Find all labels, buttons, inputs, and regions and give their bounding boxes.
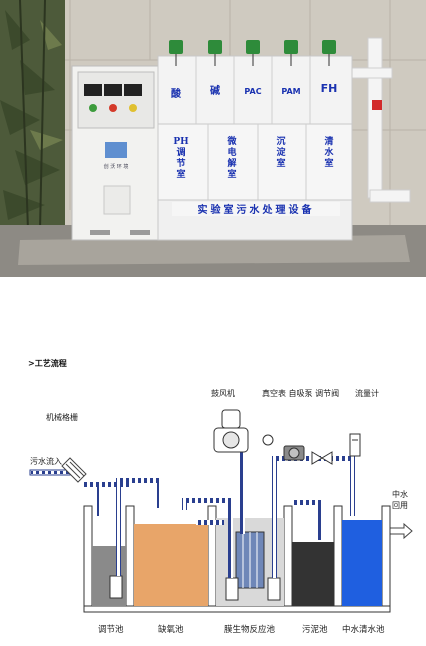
regulating-valve-icon <box>311 451 333 465</box>
blower-icon <box>213 409 249 453</box>
bamboo-foliage <box>0 0 65 231</box>
sludge-tank-water <box>292 542 334 606</box>
concrete-slab <box>18 235 410 265</box>
label-reclaimed-water-outlet-line2: 回用 <box>392 501 408 510</box>
label-flowmeter: 流量计 <box>355 388 379 398</box>
tank-label-sludge: 污泥池 <box>302 624 328 635</box>
reagent-label-acid: 酸 <box>171 87 182 100</box>
banner-bg <box>172 202 340 216</box>
reagent-label-pac: PAC <box>244 87 261 96</box>
reagent-label-fh: FH <box>321 82 338 95</box>
tank-label-anoxic: 缺氧池 <box>158 624 184 635</box>
clear-water-tank-water <box>342 520 382 606</box>
process-flow-diagram: 机械格栅 鼓风机 真空表 自吸泵 调节阀 流量计 污水流入 中水 回用 <box>0 370 426 642</box>
inlet-pipe-flow <box>31 471 69 474</box>
label-vacuum-pump-valve: 真空表 自吸泵 调节阀 <box>262 388 339 398</box>
control-cabinet: 创 沃 环 境 <box>71 65 161 241</box>
process-heading: >工艺流程 <box>28 358 67 369</box>
flowmeter-icon <box>349 433 361 457</box>
cabinet-logo-text: 创 沃 环 境 <box>104 163 129 170</box>
process-pipes <box>84 450 355 578</box>
equipment-photo: 创 沃 环 境 <box>0 0 426 277</box>
vacuum-gauge-icon <box>262 434 274 446</box>
label-reclaimed-water-outlet-line1: 中水 <box>392 489 408 499</box>
anoxic-tank-water <box>134 524 208 606</box>
equipment-photo-svg: 创 沃 环 境 <box>0 0 426 277</box>
chamber-label-3: 清水室 <box>324 135 334 169</box>
label-mechanical-screen: 机械格栅 <box>46 412 78 422</box>
heading-marker: > <box>28 358 35 368</box>
tank-label-clear-water: 中水清水池 <box>342 624 385 635</box>
reagent-label-pam: PAM <box>281 87 300 96</box>
chamber-label-1: 微电解室 <box>226 135 237 180</box>
process-heading-text: 工艺流程 <box>34 358 67 368</box>
equipment-banner: 实验室污水处理设备 <box>198 203 315 216</box>
screen-icon <box>61 457 87 483</box>
tank-label-membrane-bioreactor: 膜生物反应池 <box>224 624 276 635</box>
valve-icon <box>372 100 382 110</box>
pump-icons <box>109 575 281 601</box>
process-flow-svg: 机械格栅 鼓风机 真空表 自吸泵 调节阀 流量计 污水流入 中水 回用 <box>29 388 413 635</box>
cabinet-logo-icon <box>105 142 127 158</box>
drain-pipes <box>351 37 411 203</box>
chamber-label-2: 沉淀室 <box>276 135 286 169</box>
tank-label-regulating: 调节池 <box>98 624 124 635</box>
label-blower: 鼓风机 <box>211 388 235 398</box>
self-priming-pump-icon <box>283 445 305 461</box>
label-wastewater-inlet: 污水流入 <box>30 456 62 466</box>
membrane-module-icon <box>235 531 265 589</box>
reagent-label-alkali: 碱 <box>210 84 220 97</box>
